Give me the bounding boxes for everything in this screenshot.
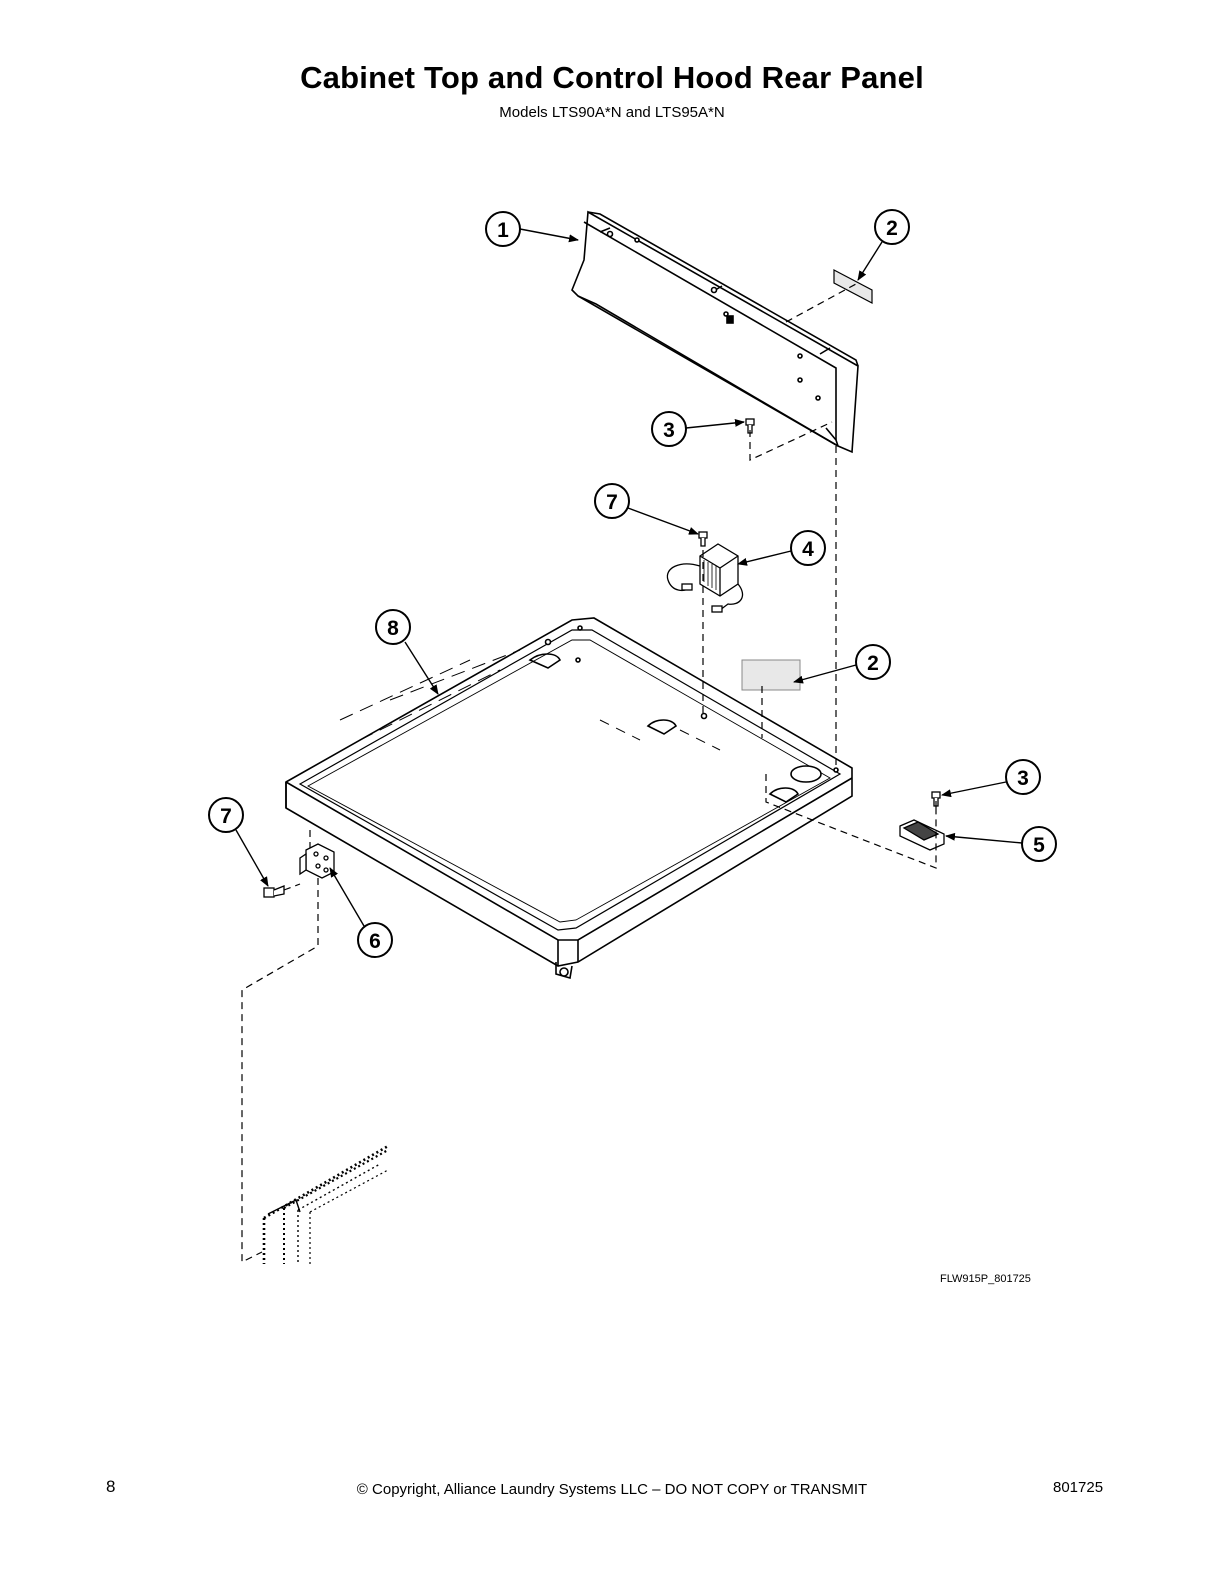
callout-5: 5: [945, 826, 1057, 862]
cabinet-frame-fragment: [262, 1144, 389, 1264]
callout-8: 8: [375, 609, 439, 695]
bracket-part-5: [899, 819, 945, 851]
page-number: 8: [106, 1477, 116, 1496]
screw-7-left: [263, 885, 285, 898]
document-number: 801725: [1053, 1479, 1104, 1496]
callout-3-upper-label: 3: [663, 419, 675, 442]
label-decal-top: [833, 269, 873, 304]
callout-4: 4: [737, 530, 826, 566]
hinge-bracket: [299, 843, 335, 879]
assembly-guide-lines: [241, 283, 937, 1263]
callout-4-label: 4: [802, 538, 814, 561]
copyright-notice: © Copyright, Alliance Laundry Systems LL…: [356, 1481, 868, 1498]
callout-3-right-label: 3: [1017, 767, 1029, 790]
callout-2-middle-label: 2: [867, 652, 879, 675]
control-hood-rear-panel: [571, 210, 859, 454]
callout-7-upper: 7: [594, 483, 699, 535]
transformer: [666, 543, 744, 613]
callout-6: 6: [329, 867, 393, 958]
callout-7-left-label: 7: [220, 805, 232, 828]
callout-2-top: 2: [857, 209, 910, 281]
callout-3-right: 3: [941, 759, 1041, 798]
screw-7-upper: [698, 531, 708, 547]
page-title: Cabinet Top and Control Hood Rear Panel: [300, 60, 924, 95]
callout-7-upper-label: 7: [606, 491, 618, 514]
callout-6-label: 6: [369, 930, 381, 953]
callout-8-label: 8: [387, 617, 399, 640]
callout-1: 1: [485, 211, 579, 247]
label-decal-middle: [741, 659, 801, 691]
callout-5-label: 5: [1033, 834, 1045, 857]
callout-3-upper: 3: [651, 411, 745, 447]
callout-7-left: 7: [208, 797, 269, 887]
callout-1-label: 1: [497, 219, 509, 242]
page-subtitle: Models LTS90A*N and LTS95A*N: [499, 104, 725, 121]
drawing-id: FLW915P_801725: [940, 1273, 1031, 1285]
callout-2-middle: 2: [793, 644, 891, 684]
callout-2-top-label: 2: [886, 217, 898, 240]
cabinet-top: [285, 617, 853, 980]
